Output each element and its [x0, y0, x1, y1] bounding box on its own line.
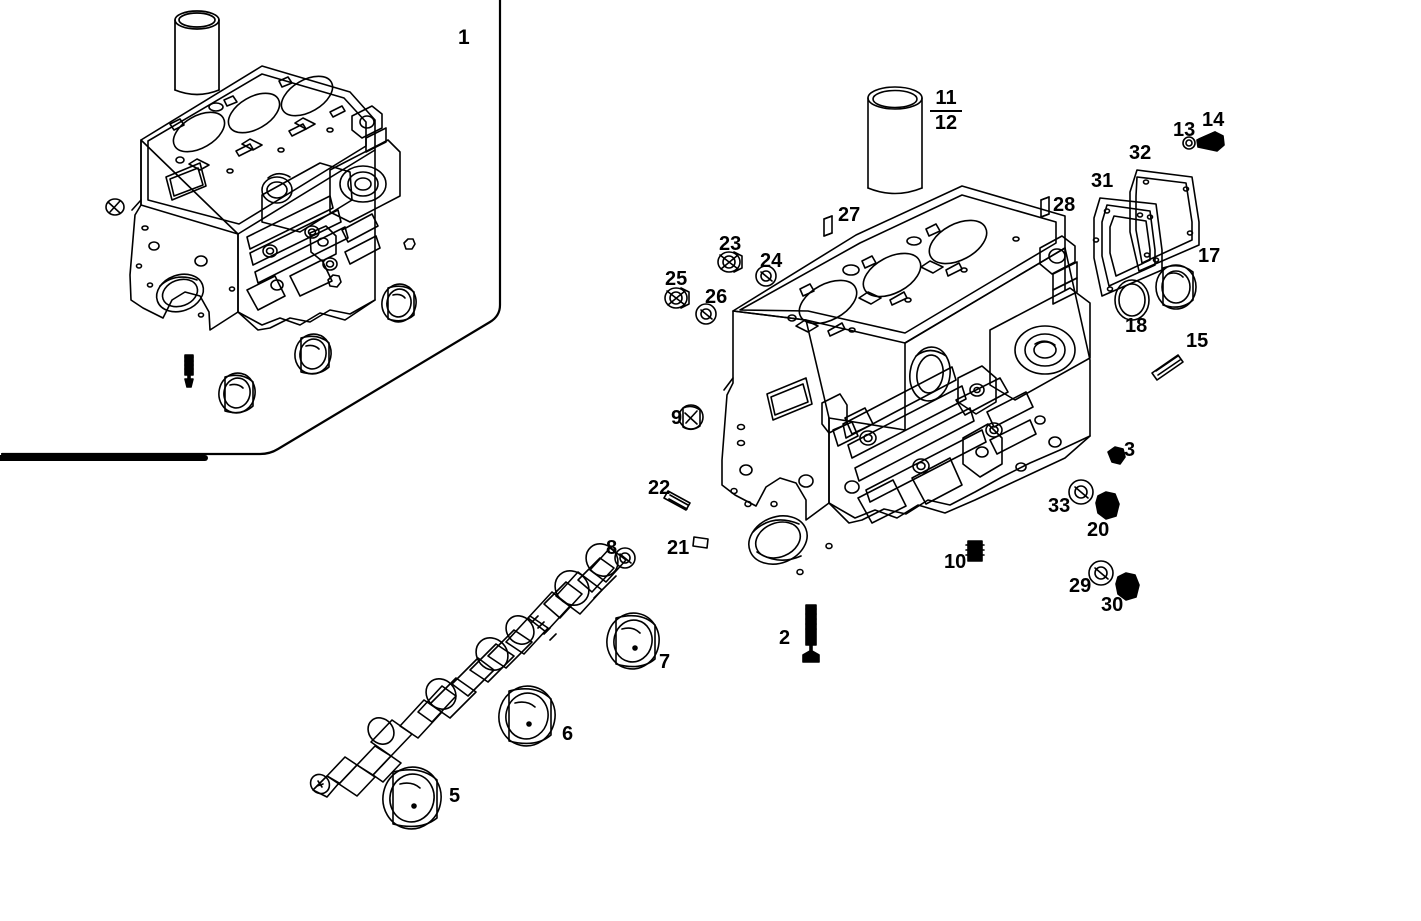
part-27-dowel-sleeve — [823, 215, 833, 237]
camshaft — [309, 543, 627, 798]
left-loose-plug-lower — [327, 274, 342, 288]
fraction-divider — [930, 110, 962, 112]
part-label-23: 23 — [719, 233, 742, 255]
part-22-dowel-pin — [663, 490, 691, 511]
part-25-plug — [664, 287, 690, 309]
part-8-bush — [614, 547, 636, 569]
part-label-26: 26 — [705, 286, 728, 308]
part-24-washer — [755, 265, 777, 287]
part-label-20: 20 — [1087, 519, 1110, 541]
part-label-2: 2 — [779, 627, 791, 649]
left-loose-plug-right — [403, 238, 416, 250]
part-label-11: 11 — [935, 87, 957, 109]
left-loose-plug-upper — [105, 198, 125, 216]
part-label-5: 5 — [449, 785, 461, 807]
part-label-27: 27 — [838, 204, 861, 226]
part-label-33: 33 — [1048, 495, 1071, 517]
part-label-1: 1 — [458, 26, 470, 49]
part-label-31: 31 — [1091, 170, 1114, 192]
left-stud-bolt — [184, 354, 194, 388]
part-13-washer — [1182, 136, 1196, 150]
part-26-washer — [695, 303, 717, 325]
part-9-sealing-plug — [678, 404, 704, 431]
part-3-hex-plug — [1107, 446, 1126, 465]
part-10-threaded-plug — [965, 540, 985, 562]
part-5-bearing-bush — [382, 766, 442, 830]
right-cylinder-block — [721, 185, 1091, 576]
part-label-21: 21 — [667, 537, 690, 559]
part-label-10: 10 — [944, 551, 967, 573]
left-cylinder-block — [129, 65, 401, 331]
part-label-25: 25 — [665, 268, 688, 290]
part-label-18: 18 — [1125, 315, 1148, 337]
part-17-bush — [1155, 264, 1197, 310]
right-cylinder-liner — [867, 86, 923, 195]
part-6-bearing-bush — [498, 685, 556, 747]
part-label-14: 14 — [1202, 109, 1225, 131]
part-7-bearing-bush — [606, 612, 660, 670]
part-label-11-12-fraction: 11 12 — [930, 88, 962, 134]
callout-frame — [0, 0, 502, 456]
part-14-bolt — [1196, 131, 1225, 152]
part-label-8: 8 — [606, 537, 618, 559]
part-20-screw-plug — [1095, 491, 1120, 520]
left-bearing-bush-rear — [381, 283, 417, 323]
left-bearing-bush-centre — [294, 333, 332, 375]
part-31-gasket — [1092, 197, 1163, 297]
part-2-stud-bolt — [802, 604, 820, 663]
part-label-12: 12 — [934, 112, 958, 134]
part-label-6: 6 — [562, 723, 574, 745]
part-label-9: 9 — [671, 407, 683, 429]
part-15-dowel-pin — [1151, 354, 1184, 381]
part-label-28: 28 — [1053, 194, 1076, 216]
part-label-17: 17 — [1198, 245, 1221, 267]
part-33-washer — [1068, 479, 1094, 505]
part-label-30: 30 — [1101, 594, 1124, 616]
part-label-3: 3 — [1124, 439, 1136, 461]
part-18-sealing-ring — [1114, 279, 1150, 321]
part-28-dowel-sleeve — [1040, 196, 1050, 218]
part-23-plug — [717, 251, 743, 273]
part-label-22: 22 — [648, 477, 671, 499]
left-bearing-bush-front — [218, 372, 256, 414]
part-label-24: 24 — [760, 250, 783, 272]
part-label-29: 29 — [1069, 575, 1092, 597]
part-21-dowel-pin — [692, 536, 709, 549]
part-30-screw-plug — [1115, 572, 1140, 601]
part-label-15: 15 — [1186, 330, 1209, 352]
part-label-7: 7 — [659, 651, 671, 673]
part-label-13: 13 — [1173, 119, 1196, 141]
left-cylinder-liner — [174, 10, 220, 96]
part-label-32: 32 — [1129, 142, 1152, 164]
part-29-washer — [1088, 560, 1114, 586]
